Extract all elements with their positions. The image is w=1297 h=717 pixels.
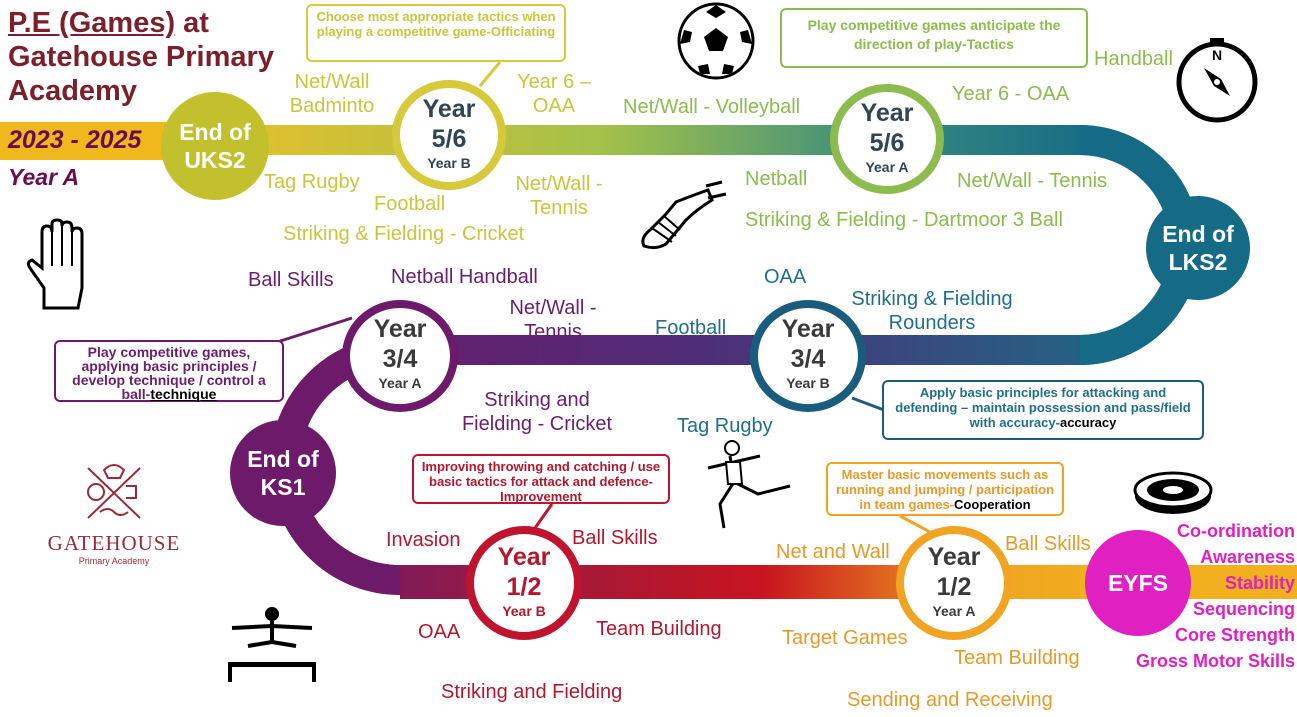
eyfs-skill: Awareness [1200, 547, 1295, 567]
label-football: Football [374, 193, 446, 215]
callout-tactics: Play competitive games anticipate the di… [780, 8, 1088, 68]
hand-icon [26, 218, 84, 310]
academic-years: 2023 - 2025 [8, 126, 142, 154]
label-oaa-12b: OAA [418, 621, 461, 643]
label-netwall-badminton: Net/Wall Badminto [289, 71, 375, 117]
circle-year12-a: Year 1/2 Year A [896, 526, 1012, 640]
node-end-uks2: End of UKS2 [161, 92, 269, 200]
discus-icon [1133, 471, 1213, 514]
eyfs-skill: Stability [1224, 573, 1295, 593]
boot-icon [641, 180, 727, 250]
label-rounders: Striking & Fielding Rounders [851, 288, 1013, 334]
label-striking-fielding-12b: Striking and Fielding [441, 681, 623, 703]
label-target-games: Target Games [782, 627, 908, 649]
gymnast-icon [228, 607, 316, 682]
label-netwall-tennis-a: Net/Wall - Tennis [957, 170, 1108, 192]
label-tag-rugby: Tag Rugby [264, 171, 360, 193]
label-sending-receiving: Sending and Receiving [847, 689, 1053, 711]
page-title: P.E (Games) at Gatehouse Primary Academy [8, 7, 274, 107]
label-year6-oaa: Year 6 – OAA [517, 71, 591, 117]
football-icon [677, 2, 755, 80]
svg-text:N: N [1212, 47, 1222, 63]
label-ball-skills-34: Ball Skills [248, 269, 334, 291]
label-netball-handball: Netball Handball [391, 266, 538, 288]
label-netwall-tennis-34: Net/Wall - Tennis [509, 297, 597, 343]
callout-cooperation: Master basic movements such as running a… [826, 462, 1064, 516]
label-cricket: Striking & Fielding - Cricket [283, 223, 525, 245]
circle-year56-b: Year 5/6 Year B [392, 80, 506, 190]
callout-technique: Play competitive games, applying basic p… [54, 340, 284, 402]
node-eyfs: EYFS [1085, 530, 1191, 636]
eyfs-skill: Gross Motor Skills [1135, 651, 1295, 671]
label-team-building-12a: Team Building [954, 647, 1080, 669]
label-tag-rugby-34b: Tag Rugby [677, 415, 773, 437]
label-handball: Handball [1094, 48, 1173, 70]
compass-icon: N [1176, 38, 1258, 123]
circle-year34-b: Year 3/4 Year B [750, 300, 866, 412]
year-label: Year A [8, 164, 80, 190]
logo-name: GATEHOUSE [47, 531, 181, 555]
label-football-34b: Football [655, 317, 727, 339]
eyfs-skills-list: Co-ordination Awareness Stability Sequen… [1120, 518, 1295, 674]
label-net-and-wall: Net and Wall [776, 541, 890, 563]
label-oaa-34b: OAA [764, 266, 807, 288]
eyfs-skill: Sequencing [1192, 599, 1295, 619]
label-ball-skills-12a: Ball Skills [1005, 533, 1091, 555]
label-cricket-34: Striking and Fielding - Cricket [461, 389, 613, 435]
label-year6-oaa-a: Year 6 - OAA [952, 83, 1070, 105]
callout-improvement: Improving throwing and catching / use ba… [412, 454, 670, 504]
circle-year34-a: Year 3/4 Year A [342, 300, 458, 412]
gatehouse-logo: GATEHOUSE Primary Academy [36, 456, 192, 574]
label-netwall-tennis-b: Net/Wall - Tennis [515, 173, 603, 219]
gatehouse-crest-icon [87, 464, 141, 519]
label-team-building-12b: Team Building [596, 618, 722, 640]
label-invasion: Invasion [386, 529, 461, 551]
callout-officiating: Choose most appropriate tactics when pla… [306, 4, 566, 62]
logo-subtitle: Primary Academy [78, 556, 150, 566]
label-netball: Netball [745, 168, 808, 190]
circle-year56-a: Year 5/6 Year A [830, 84, 944, 194]
label-volleyball: Net/Wall - Volleyball [623, 96, 801, 118]
circle-year12-b: Year 1/2 Year B [466, 526, 582, 640]
label-ball-skills-12b: Ball Skills [572, 527, 658, 549]
eyfs-skill: Co-ordination [1177, 521, 1295, 541]
label-dartmoor: Striking & Fielding - Dartmoor 3 Ball [745, 209, 1063, 231]
node-end-lks2: End of LKS2 [1146, 196, 1250, 300]
callout-accuracy: Apply basic principles for attacking and… [882, 380, 1204, 440]
node-end-ks1: End of KS1 [230, 420, 336, 526]
eyfs-skill: Core Strength [1174, 625, 1295, 645]
athlete-icon [707, 440, 791, 529]
